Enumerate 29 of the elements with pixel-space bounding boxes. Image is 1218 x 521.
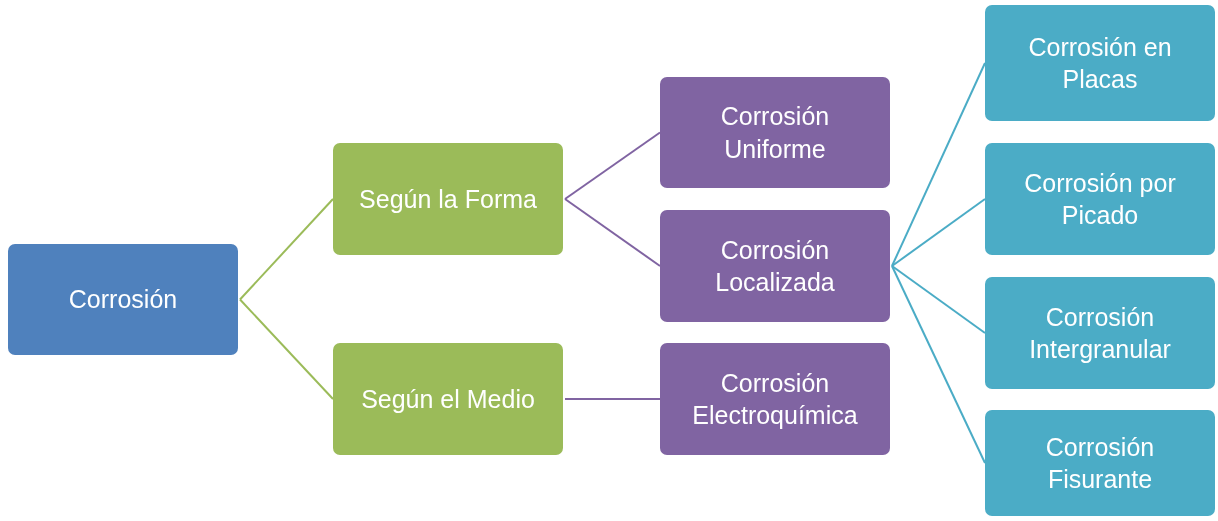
box-label: Corrosión Fisurante [1044,431,1156,495]
category-box [660,77,890,188]
category-box [333,343,563,455]
connector-line [564,398,661,400]
category-box [660,210,890,322]
connector-line [564,198,661,267]
connector-line [239,198,334,301]
connector-line [891,265,986,464]
box-label: Según la Forma [359,183,537,215]
box-label: Corrosión Localizada [714,234,836,298]
connector-line [891,265,986,334]
box-label: Corrosión por Picado [1023,167,1177,231]
category-box [333,143,563,255]
box-label: Corrosión [68,284,178,316]
category-box [8,244,238,355]
box-label: Corrosión Uniforme [719,101,831,165]
category-box [985,5,1215,121]
connector-line [891,198,986,267]
box-label: Corrosión Intergranular [1028,301,1172,365]
connector-line [564,131,661,200]
category-box [985,277,1215,389]
box-label: Corrosión Electroquímica [691,367,859,431]
category-box [985,143,1215,255]
connector-line [891,62,986,267]
category-box [660,343,890,455]
box-label: Según el Medio [361,383,535,415]
category-box [985,410,1215,516]
box-label: Corrosión en Placas [1027,31,1173,95]
connector-line [239,298,334,400]
